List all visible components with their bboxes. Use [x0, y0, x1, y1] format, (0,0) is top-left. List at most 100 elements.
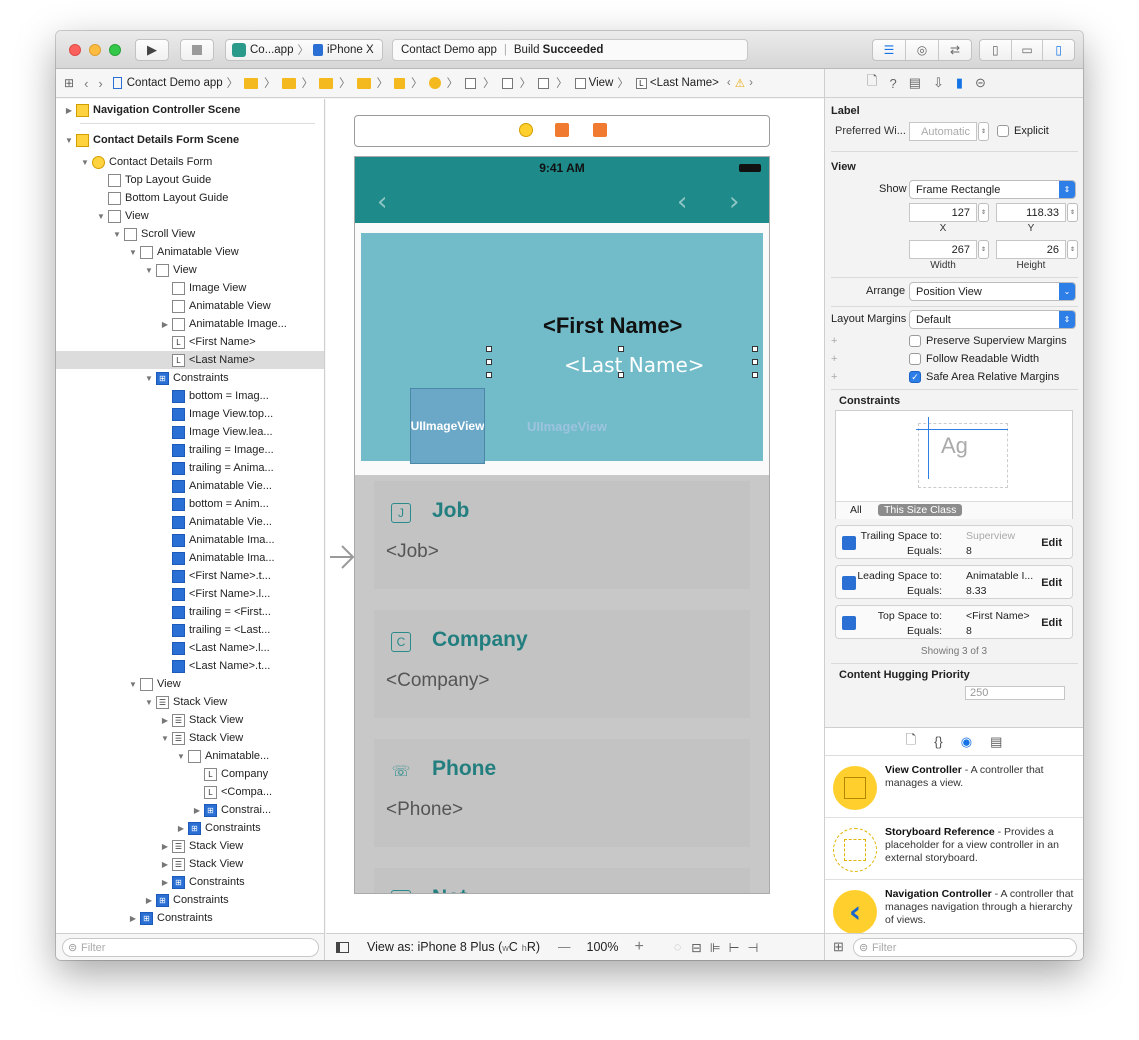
all-size-class-tab[interactable]: All: [850, 504, 862, 516]
navigator-toggle-button[interactable]: ▯: [980, 40, 1012, 60]
library-filter-input[interactable]: ⊜ Filter: [853, 938, 1077, 957]
size-inspector-icon[interactable]: ▮: [955, 75, 964, 90]
folder-icon[interactable]: [356, 77, 371, 89]
stop-button[interactable]: [180, 39, 214, 61]
disclosure-open-icon[interactable]: ▼: [65, 135, 73, 145]
add-variation-icon[interactable]: +: [831, 335, 838, 347]
jump-label[interactable]: <Last Name>: [649, 77, 719, 89]
grid-icon[interactable]: ⊞: [64, 76, 75, 90]
notes-card[interactable]: N Not: [374, 868, 750, 893]
outline-row[interactable]: ▼Animatable View: [56, 243, 324, 261]
connections-inspector-icon[interactable]: ⊝: [975, 75, 986, 90]
outline-row[interactable]: Image View.top...: [56, 405, 324, 423]
y-stepper[interactable]: ⇕: [1067, 203, 1078, 222]
preferred-width-stepper[interactable]: ⇕: [978, 122, 989, 141]
outline-row[interactable]: Bottom Layout Guide: [56, 189, 324, 207]
constraint-item[interactable]: Leading Space to: Animatable I... Equals…: [835, 565, 1073, 599]
disclosure-closed-icon[interactable]: ▶: [161, 877, 169, 887]
outline-row[interactable]: ▼Contact Details Form Scene: [56, 131, 324, 149]
disclosure-closed-icon[interactable]: ▶: [161, 715, 169, 725]
edit-constraint-button[interactable]: Edit: [1041, 577, 1062, 589]
resize-handle[interactable]: [752, 346, 758, 352]
view-icon[interactable]: [538, 77, 550, 89]
preserve-margins-checkbox[interactable]: [909, 335, 921, 347]
outline-row[interactable]: ▶⊞Constraints: [56, 873, 324, 891]
outline-row[interactable]: Animatable Ima...: [56, 549, 324, 567]
phone-card[interactable]: ☏ Phone <Phone>: [374, 739, 750, 847]
label-icon[interactable]: L: [635, 77, 647, 89]
disclosure-closed-icon[interactable]: ▶: [161, 841, 169, 851]
disclosure-open-icon[interactable]: ▼: [177, 751, 185, 761]
assistant-editor-button[interactable]: ◎: [906, 40, 939, 60]
outline-row[interactable]: ▶Navigation Controller Scene: [56, 101, 324, 119]
controller-icon[interactable]: [428, 77, 441, 89]
outline-row[interactable]: ▶⊞Constraints: [56, 891, 324, 909]
library-item-storyboard-reference[interactable]: Storyboard Reference - Provides a placeh…: [825, 818, 1083, 880]
disclosure-closed-icon[interactable]: ▶: [129, 913, 137, 923]
scene-icon[interactable]: [394, 77, 406, 89]
resize-handle[interactable]: [618, 346, 624, 352]
disclosure-closed-icon[interactable]: ▶: [177, 823, 185, 833]
hugging-horizontal-field[interactable]: 250: [965, 686, 1065, 700]
outline-row[interactable]: ▶☰Stack View: [56, 711, 324, 729]
outline-row[interactable]: trailing = Anima...: [56, 459, 324, 477]
standard-editor-button[interactable]: ☰: [873, 40, 906, 60]
jump-view[interactable]: View: [588, 77, 614, 89]
scheme-selector[interactable]: Co...app 〉 iPhone X: [225, 39, 383, 61]
outline-row[interactable]: Image View: [56, 279, 324, 297]
add-constraints-icon[interactable]: ⊢: [728, 940, 740, 955]
zoom-out-button[interactable]: —: [558, 940, 571, 954]
height-stepper[interactable]: ⇕: [1067, 240, 1078, 259]
align-icon[interactable]: ⊫: [709, 940, 721, 955]
show-popup[interactable]: Frame Rectangle⇕: [909, 180, 1076, 199]
outline-row[interactable]: Top Layout Guide: [56, 171, 324, 189]
resize-handle[interactable]: [486, 359, 492, 365]
constraint-item[interactable]: Top Space to: <First Name> Equals: 8 Edi…: [835, 605, 1073, 639]
company-card[interactable]: C Company <Company>: [374, 610, 750, 718]
run-button[interactable]: ▶: [135, 39, 169, 61]
outline-row[interactable]: ▶⊞Constraints: [56, 909, 324, 927]
edit-constraint-button[interactable]: Edit: [1041, 537, 1062, 549]
preferred-width-field[interactable]: Automatic: [909, 122, 977, 141]
help-inspector-icon[interactable]: ?: [889, 75, 897, 91]
outline-row[interactable]: bottom = Anim...: [56, 495, 324, 513]
view-icon[interactable]: [501, 77, 513, 89]
resize-handle[interactable]: [486, 372, 492, 378]
first-responder-icon[interactable]: [555, 123, 569, 137]
outline-row[interactable]: Animatable View: [56, 297, 324, 315]
file-inspector-icon[interactable]: 🗋: [867, 73, 878, 88]
edit-constraint-button[interactable]: Edit: [1041, 617, 1062, 629]
outline-row[interactable]: ▼View: [56, 207, 324, 225]
disclosure-closed-icon[interactable]: ▶: [145, 895, 153, 905]
disclosure-open-icon[interactable]: ▼: [129, 679, 137, 689]
outline-row[interactable]: trailing = <Last...: [56, 621, 324, 639]
zoom-in-button[interactable]: +: [634, 938, 644, 955]
this-size-class-tab[interactable]: This Size Class: [878, 504, 963, 516]
library-item-view-controller[interactable]: View Controller - A controller that mana…: [825, 756, 1083, 818]
outline-filter-input[interactable]: ⊜ Filter: [62, 938, 319, 957]
disclosure-closed-icon[interactable]: ▶: [65, 105, 73, 115]
disclosure-closed-icon[interactable]: ▶: [161, 859, 169, 869]
last-name-label[interactable]: <Last Name>: [564, 353, 705, 377]
view-icon[interactable]: [465, 77, 477, 89]
object-library-icon[interactable]: ◉: [960, 733, 973, 749]
disclosure-closed-icon[interactable]: ▶: [161, 319, 169, 329]
close-window-button[interactable]: [69, 44, 81, 56]
disclosure-open-icon[interactable]: ▼: [81, 157, 89, 167]
back-chevron-icon[interactable]: ‹: [377, 187, 388, 217]
image-view[interactable]: UIImageView: [410, 388, 485, 464]
outline-row[interactable]: ▼View: [56, 675, 324, 693]
outline-row[interactable]: L<First Name>: [56, 333, 324, 351]
update-frames-icon[interactable]: ◌: [673, 940, 682, 954]
prev-chevron-icon[interactable]: ‹: [677, 187, 688, 217]
first-name-label[interactable]: <First Name>: [543, 313, 683, 338]
outline-row[interactable]: trailing = Image...: [56, 441, 324, 459]
outline-row[interactable]: Animatable Vie...: [56, 477, 324, 495]
file-template-icon[interactable]: 🗋: [905, 731, 917, 747]
outline-row[interactable]: trailing = <First...: [56, 603, 324, 621]
folder-icon[interactable]: [319, 77, 334, 89]
resize-handle[interactable]: [752, 372, 758, 378]
folder-icon[interactable]: [244, 77, 259, 89]
